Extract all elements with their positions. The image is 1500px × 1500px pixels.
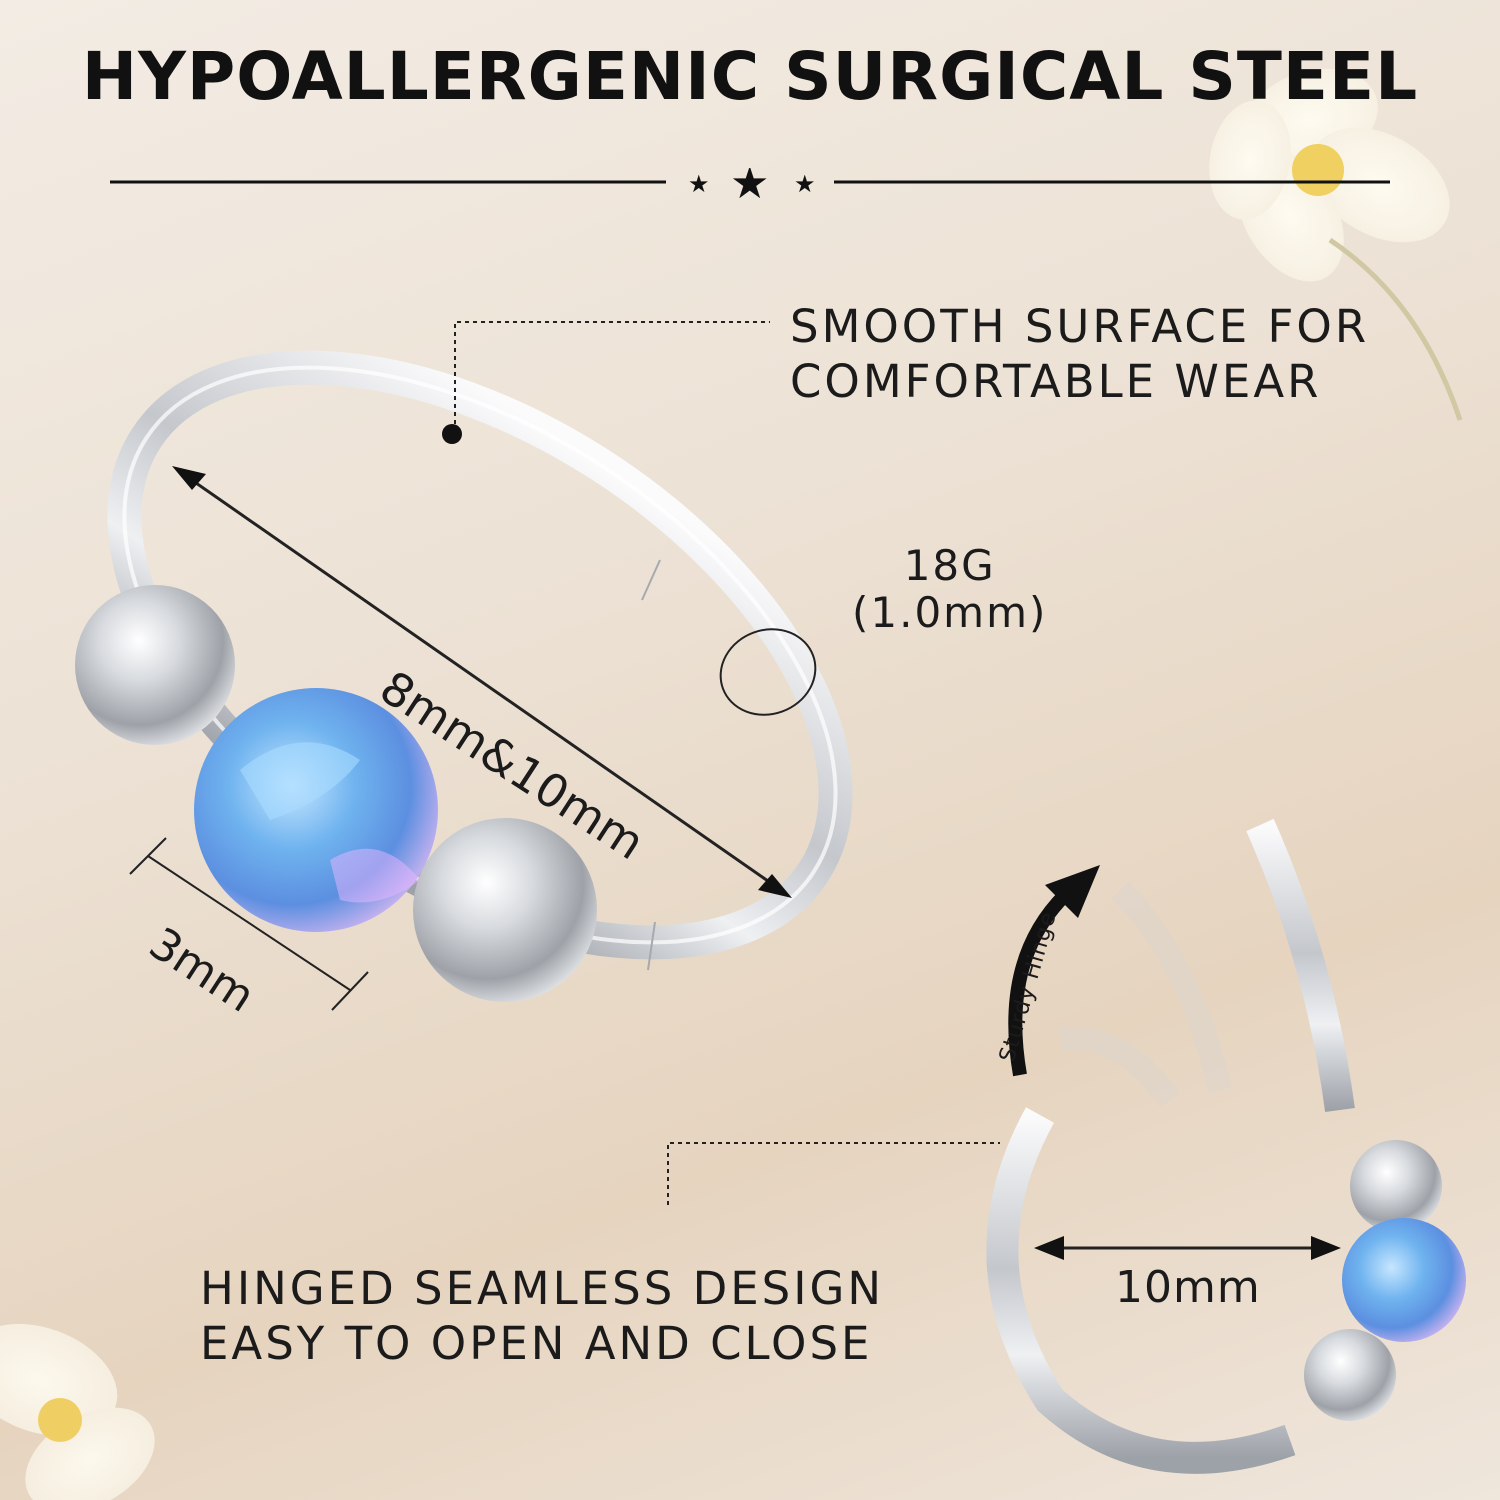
nose-ring-main xyxy=(75,350,853,1002)
callout-line: COMFORTABLE WEAR xyxy=(790,354,1322,408)
nose-ring-hinged xyxy=(986,818,1466,1474)
flower-icon xyxy=(0,1323,155,1500)
gauge-mm: (1.0mm) xyxy=(852,588,1048,638)
star-icon: ★ xyxy=(688,171,710,198)
callout-line: EASY TO OPEN AND CLOSE xyxy=(200,1316,873,1370)
callout-line: HINGED SEAMLESS DESIGN xyxy=(200,1262,885,1315)
svg-text:★: ★ xyxy=(730,168,769,198)
star-icon: ★ xyxy=(794,171,816,198)
hinged-design-callout: HINGED SEAMLESS DESIGN EASY TO OPEN AND … xyxy=(200,1262,884,1372)
title-divider: ★ ★ ★ xyxy=(110,168,1390,198)
smooth-surface-callout: SMOOTH SURFACE FOR COMFORTABLE WEAR xyxy=(790,300,1369,410)
inner-diameter-label: 10mm xyxy=(1115,1262,1261,1313)
svg-text:★: ★ xyxy=(794,171,816,198)
callout-line: SMOOTH SURFACE FOR xyxy=(790,300,1370,353)
page-title: HYPOALLERGENIC SURGICAL STEEL xyxy=(81,38,1419,115)
gauge-label: 18G (1.0mm) xyxy=(852,542,1047,636)
gauge-value: 18G xyxy=(903,541,996,590)
svg-text:★: ★ xyxy=(688,171,710,198)
star-icon: ★ xyxy=(730,168,769,198)
arrow-icon xyxy=(1008,865,1100,1077)
